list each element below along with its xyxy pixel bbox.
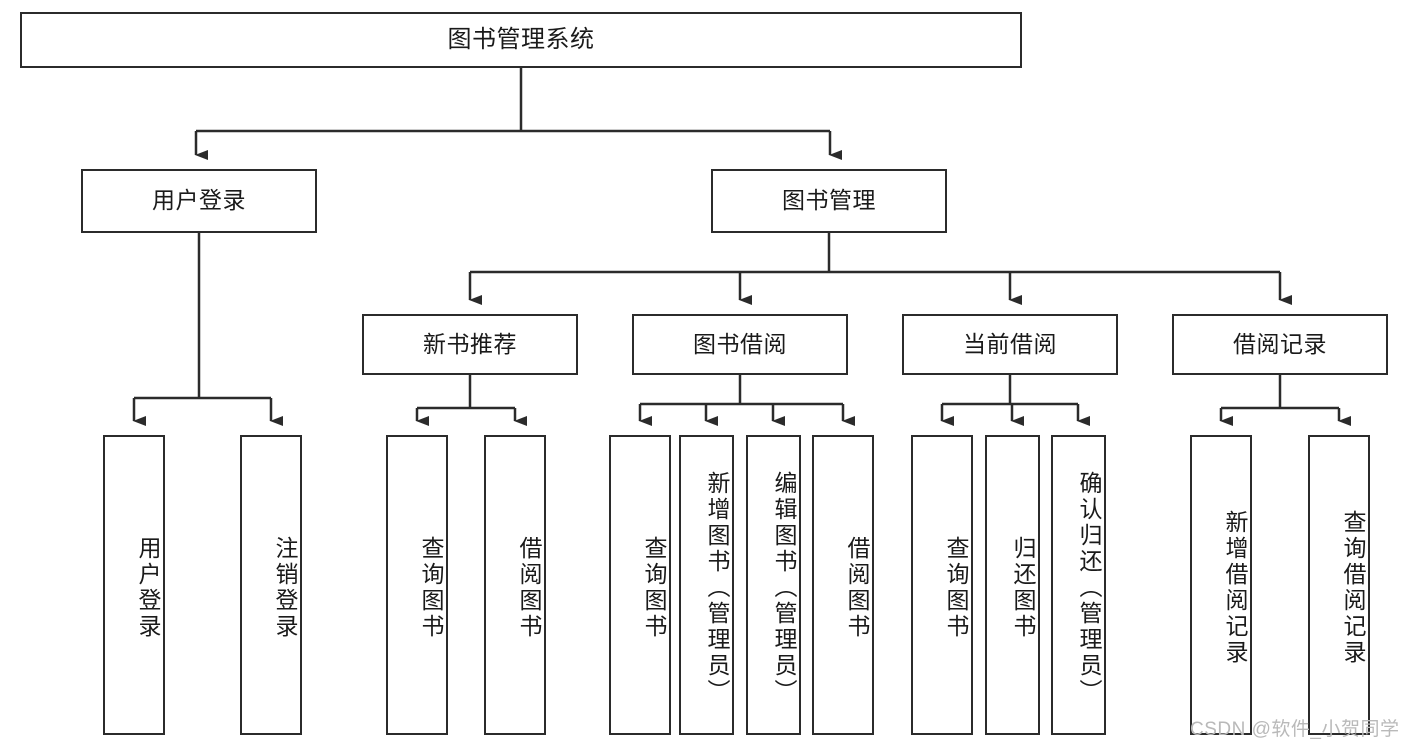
leaf-borrow-book-1[interactable]: 借阅图书 [484, 435, 546, 735]
node-label: 注销登录 [272, 536, 298, 640]
leaf-return-book[interactable]: 归还图书 [985, 435, 1040, 735]
leaf-confirm-return[interactable]: 确认归还（管理员） [1051, 435, 1106, 735]
node-label: 查询图书 [641, 536, 667, 640]
node-label: 新增借阅记录 [1222, 510, 1248, 666]
node-label: 编辑图书（管理员） [771, 471, 797, 705]
leaf-query-book-1[interactable]: 查询图书 [386, 435, 448, 735]
leaf-edit-book[interactable]: 编辑图书（管理员） [746, 435, 801, 735]
leaf-user-login[interactable]: 用户登录 [103, 435, 165, 735]
watermark-credit: CSDN @软件_小贺同学 [1190, 719, 1400, 740]
node-label: 查询借阅记录 [1340, 510, 1366, 666]
node-label: 当前借阅 [963, 330, 1057, 357]
node-new-book-recommend[interactable]: 新书推荐 [362, 314, 578, 375]
leaf-query-record[interactable]: 查询借阅记录 [1308, 435, 1370, 735]
node-label: 借阅图书 [844, 536, 870, 640]
leaf-query-book-3[interactable]: 查询图书 [911, 435, 973, 735]
node-user-login[interactable]: 用户登录 [81, 169, 317, 233]
node-current-borrow[interactable]: 当前借阅 [902, 314, 1118, 375]
node-label: 新书推荐 [423, 330, 517, 357]
node-label: 图书管理 [782, 187, 876, 214]
leaf-add-book[interactable]: 新增图书（管理员） [679, 435, 734, 735]
node-label: 图书管理系统 [447, 25, 595, 53]
node-label: 查询图书 [943, 536, 969, 640]
leaf-logout[interactable]: 注销登录 [240, 435, 302, 735]
node-label: 借阅图书 [516, 536, 542, 640]
node-label: 用户登录 [135, 536, 161, 640]
node-label: 确认归还（管理员） [1076, 471, 1102, 705]
node-root-system[interactable]: 图书管理系统 [20, 12, 1022, 68]
leaf-add-record[interactable]: 新增借阅记录 [1190, 435, 1252, 735]
node-label: 用户登录 [152, 187, 246, 214]
leaf-borrow-book-2[interactable]: 借阅图书 [812, 435, 874, 735]
node-label: 借阅记录 [1233, 330, 1327, 357]
node-label: 归还图书 [1010, 536, 1036, 640]
node-borrow-record[interactable]: 借阅记录 [1172, 314, 1388, 375]
node-label: 图书借阅 [693, 330, 787, 357]
leaf-query-book-2[interactable]: 查询图书 [609, 435, 671, 735]
node-book-borrow[interactable]: 图书借阅 [632, 314, 848, 375]
node-label: 新增图书（管理员） [704, 471, 730, 705]
node-book-manage[interactable]: 图书管理 [711, 169, 947, 233]
node-label: 查询图书 [418, 536, 444, 640]
